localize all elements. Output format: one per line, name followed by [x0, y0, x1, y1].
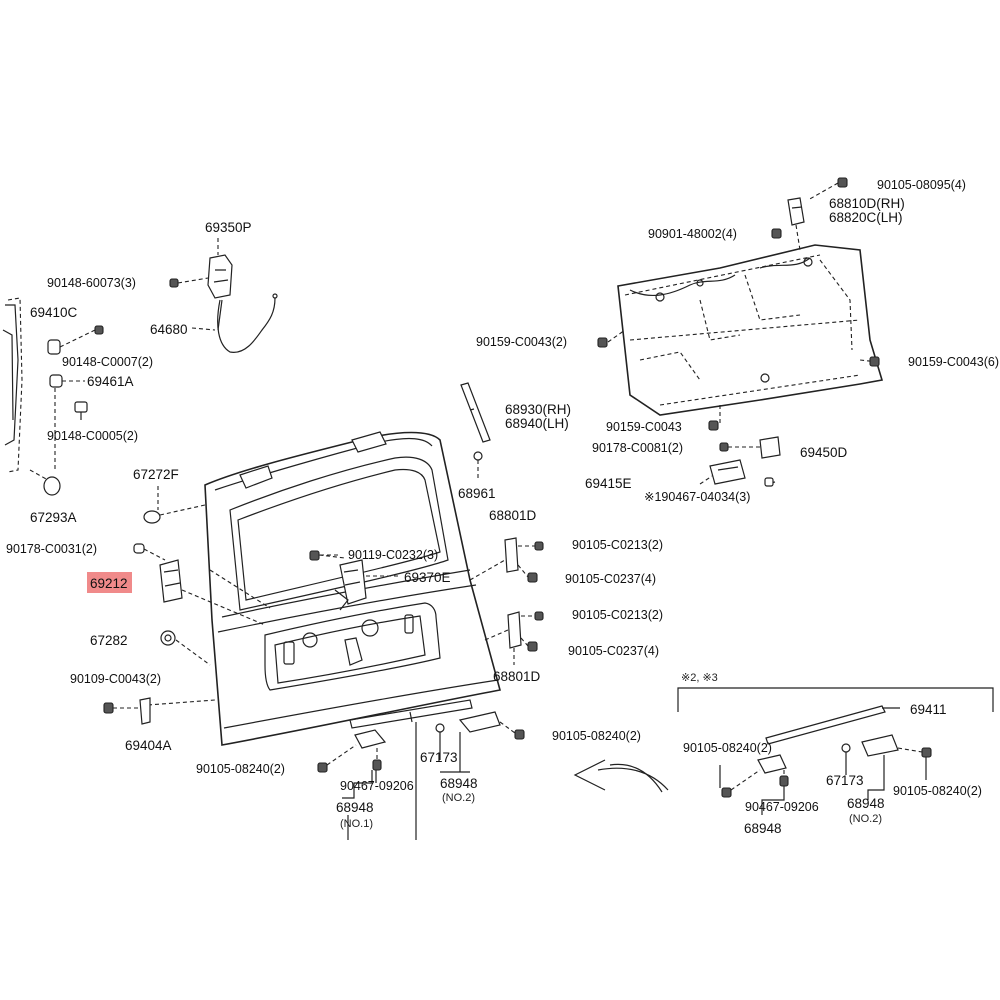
lock-69350P [169, 238, 233, 299]
cable-64680 [191, 293, 278, 353]
label-67282: 67282 [90, 633, 128, 648]
label-68948-left: 68948 [336, 800, 374, 815]
label-68810D: 68810D(RH) [829, 196, 905, 211]
label-69411: 69411 [910, 702, 947, 717]
label-68948-mid: 68948 [440, 776, 478, 791]
left-trim-panel [2, 297, 23, 473]
label-90467-04034: ※190467-04034(3) [644, 490, 750, 504]
label-69410C: 69410C [30, 305, 78, 320]
label-90901-48002: 90901-48002(4) [648, 227, 737, 241]
label-68948-inset-left: 68948 [744, 821, 782, 836]
inset-frame [677, 687, 994, 815]
label-90467-09206-inset: 90467-09206 [745, 800, 819, 814]
label-67272F: 67272F [133, 467, 179, 482]
label-69415E: 69415E [585, 476, 632, 491]
label-90105-C0213-b: 90105-C0213(2) [572, 608, 663, 622]
cushion-67282 [160, 630, 176, 646]
label-90159-C0043-left: 90159-C0043(2) [476, 335, 567, 349]
label-68801D-top: 68801D [489, 508, 537, 523]
label-90105-C0213-a: 90105-C0213(2) [572, 538, 663, 552]
label-90178-C0031: 90178-C0031(2) [6, 542, 97, 556]
label-67293A: 67293A [30, 510, 77, 525]
lock-69450D [728, 436, 781, 459]
label-68961: 68961 [458, 486, 496, 501]
damper-68948-main [317, 699, 525, 840]
bracket-68810D [771, 177, 848, 251]
back-door-panel [147, 431, 502, 746]
label-90148-C0005: 90148-C0005(2) [47, 429, 138, 443]
label-64680: 64680 [150, 322, 188, 337]
label-90178-C0081: 90178-C0081(2) [592, 441, 683, 455]
label-68948-mid-sub: (NO.2) [442, 792, 475, 804]
label-69370E: 69370E [404, 570, 451, 585]
grommet-67293A [29, 469, 61, 496]
label-90105-08095: 90105-08095(4) [877, 178, 966, 192]
label-67173-mid: 67173 [420, 750, 458, 765]
clip-69461A [49, 374, 88, 470]
highlight-69212 [87, 572, 132, 593]
label-69212: 69212 [90, 576, 128, 591]
label-68948-inset-right: 68948 [847, 796, 885, 811]
label-90105-C0237-b: 90105-C0237(4) [568, 644, 659, 658]
label-69450D: 69450D [800, 445, 848, 460]
label-inset-note: ※2, ※3 [681, 672, 718, 684]
label-68801D-bot: 68801D [493, 669, 541, 684]
clip-69410C [47, 325, 104, 355]
label-90159-C0043-right: 90159-C0043(6) [908, 355, 999, 369]
label-68948-inset-right-sub: (NO.2) [849, 813, 882, 825]
label-90119-C0232: 90119-C0232(3) [348, 548, 438, 562]
striker-69212 [133, 543, 183, 603]
label-90148-60073: 90148-60073(3) [47, 276, 136, 290]
label-90105-08240-left: 90105-08240(2) [196, 762, 285, 776]
label-90148-C0007: 90148-C0007(2) [62, 355, 153, 369]
label-68940: 68940(LH) [505, 416, 569, 431]
lock-69415E [699, 459, 776, 487]
label-69404A: 69404A [125, 738, 172, 753]
gas-strut-68930 [460, 382, 491, 478]
label-68930: 68930(RH) [505, 402, 571, 417]
label-90109-C0043: 90109-C0043(2) [70, 672, 161, 686]
label-68948-left-sub: (NO.1) [340, 818, 373, 830]
arrow-icon [573, 759, 669, 793]
label-90105-08240-mid: 90105-08240(2) [552, 729, 641, 743]
bumper-67272F [143, 486, 206, 524]
label-90159-C0043-bot: 90159-C0043 [606, 420, 682, 434]
hinge-68801D-upper [469, 537, 544, 583]
label-67173-inset: 67173 [826, 773, 864, 788]
label-90105-08240-inset-left: 90105-08240(2) [683, 741, 772, 755]
labels: 69350P 90148-60073(3) 64680 69410C 90148… [6, 178, 999, 836]
hinge-68801D-lower [484, 611, 544, 665]
label-90105-08240-inset-right: 90105-08240(2) [893, 784, 982, 798]
label-69461A: 69461A [87, 374, 134, 389]
hook-69404A [103, 697, 151, 725]
handle-69370E [309, 550, 400, 611]
label-68820C: 68820C(LH) [829, 210, 903, 225]
label-69350P: 69350P [205, 220, 252, 235]
label-90467-09206-left: 90467-09206 [340, 779, 414, 793]
spoiler-panel [607, 244, 884, 423]
label-90105-C0237-a: 90105-C0237(4) [565, 572, 656, 586]
bolts-right [597, 337, 880, 452]
